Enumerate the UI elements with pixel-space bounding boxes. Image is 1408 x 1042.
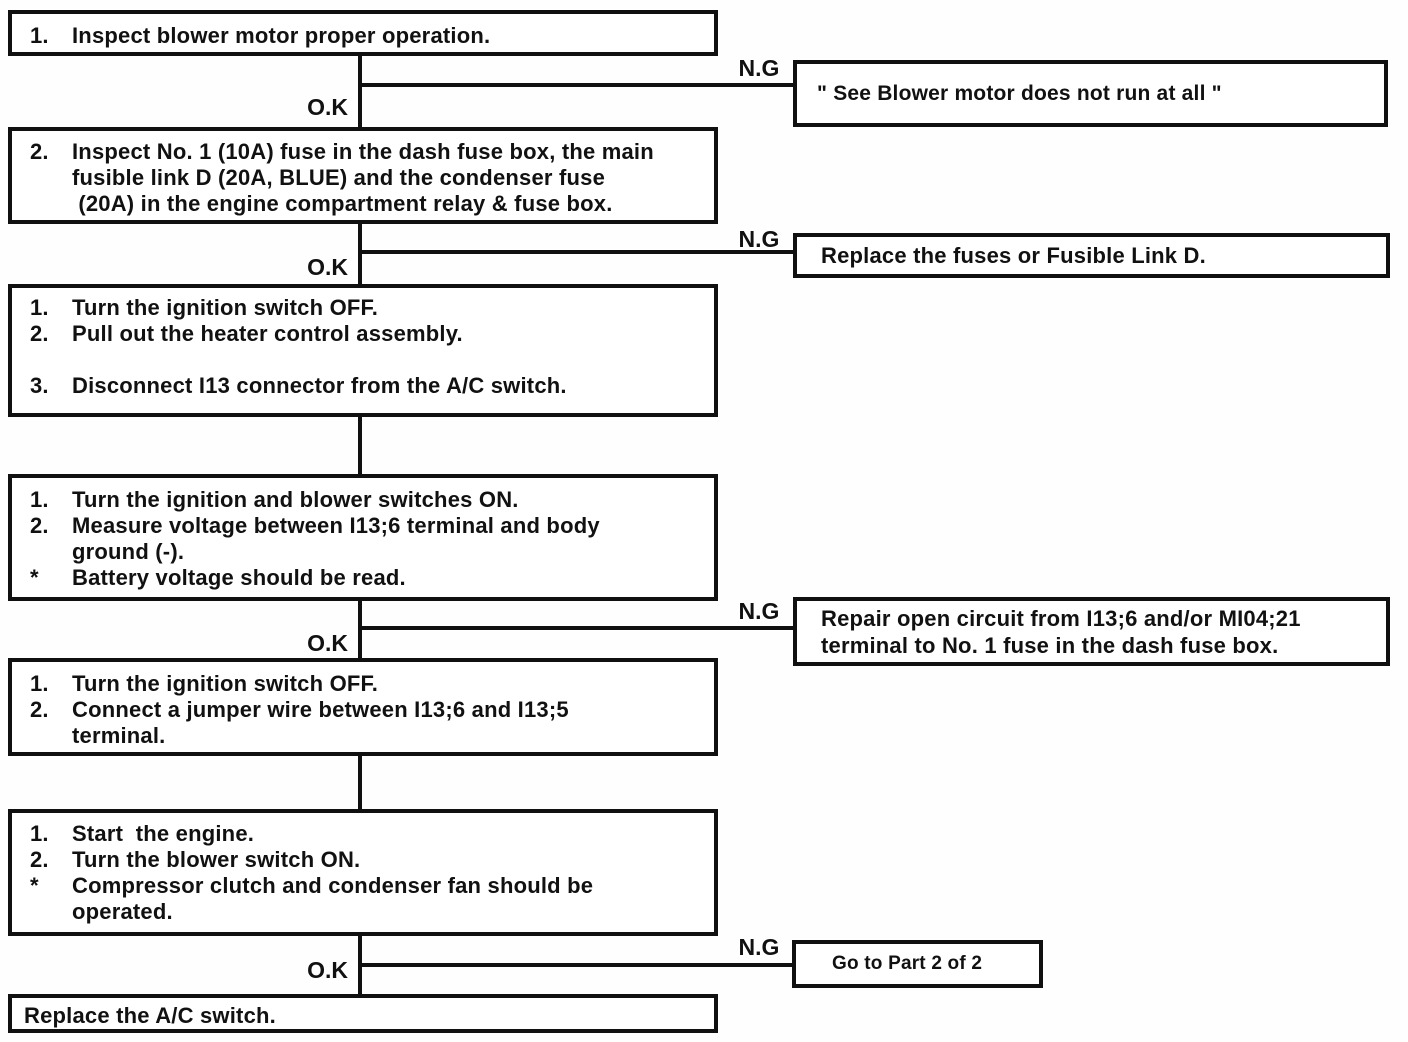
step-asterisk: *	[30, 873, 39, 898]
step-line: 1. Turn the ignition and blower switches…	[30, 487, 706, 513]
step-asterisk: *	[30, 565, 39, 590]
step-line: 2. Inspect No. 1 (10A) fuse in the dash …	[30, 139, 706, 165]
step-number: 1.	[30, 23, 49, 48]
step-number: 2.	[30, 139, 49, 164]
step-text: Compressor clutch and condenser fan shou…	[72, 873, 594, 898]
step-number: 1.	[30, 821, 49, 846]
step-line: Replace the A/C switch.	[24, 1003, 706, 1029]
ng-label-4: N.G	[738, 934, 780, 960]
step-line: terminal.	[30, 723, 706, 749]
ng-result-text: Repair open circuit from I13;6 and/or MI…	[821, 605, 1301, 631]
step-text: Replace the A/C switch.	[24, 1003, 276, 1028]
ok-label-3: O.K	[307, 630, 348, 656]
step-line: 2. Measure voltage between I13;6 termina…	[30, 513, 706, 539]
step-line: (20A) in the engine compartment relay & …	[30, 191, 706, 217]
step-line: 2. Pull out the heater control assembly.	[30, 321, 706, 347]
step-number: 1.	[30, 295, 49, 320]
ok-label-1: O.K	[307, 94, 348, 120]
step-line: operated.	[30, 899, 706, 925]
step-number: 2.	[30, 321, 49, 346]
step-text: Inspect No. 1 (10A) fuse in the dash fus…	[72, 139, 654, 164]
ng-result-box-3: Repair open circuit from I13;6 and/or MI…	[793, 597, 1390, 666]
branch-line-ng4	[360, 963, 792, 967]
ng-label-2: N.G	[738, 226, 780, 252]
ng-result-text: " See Blower motor does not run at all "	[817, 81, 1222, 105]
ng-result-text: terminal to No. 1 fuse in the dash fuse …	[821, 632, 1279, 658]
step-text: (20A) in the engine compartment relay & …	[72, 191, 613, 216]
step-text: Turn the ignition switch OFF.	[72, 295, 379, 320]
branch-line-ng1	[360, 83, 793, 87]
branch-line-ng2	[360, 250, 793, 254]
step-line: 2. Connect a jumper wire between I13;6 a…	[30, 697, 706, 723]
step-box-1: 1. Inspect blower motor proper operation…	[8, 10, 718, 56]
step-line: 1. Turn the ignition switch OFF.	[30, 671, 706, 697]
step-box-3: 1. Turn the ignition switch OFF. 2. Pull…	[8, 284, 718, 417]
step-line: 2. Turn the blower switch ON.	[30, 847, 706, 873]
ng-label-1: N.G	[738, 55, 780, 81]
step-box-6: 1. Start the engine. 2. Turn the blower …	[8, 809, 718, 936]
ok-label-2: O.K	[307, 254, 348, 280]
step-number: 2.	[30, 847, 49, 872]
ng-result-text: Go to Part 2 of 2	[832, 953, 983, 974]
step-text: terminal.	[72, 723, 166, 748]
ng-result-text: Replace the fuses or Fusible Link D.	[821, 242, 1206, 268]
connector-step2-step3	[358, 224, 362, 284]
connector-step5-step6	[358, 756, 362, 809]
step-line: * Compressor clutch and condenser fan sh…	[30, 873, 706, 899]
step-text: Battery voltage should be read.	[72, 565, 406, 590]
step-line: 1. Start the engine.	[30, 821, 706, 847]
step-text: Measure voltage between I13;6 terminal a…	[72, 513, 600, 538]
connector-step1-step2	[358, 56, 362, 127]
ng-label-3: N.G	[738, 598, 780, 624]
step-text: ground (-).	[72, 539, 185, 564]
step-box-5: 1. Turn the ignition switch OFF. 2. Conn…	[8, 658, 718, 756]
step-line: 3. Disconnect I13 connector from the A/C…	[30, 373, 706, 399]
step-box-2: 2. Inspect No. 1 (10A) fuse in the dash …	[8, 127, 718, 224]
step-box-7: Replace the A/C switch.	[8, 994, 718, 1033]
step-line: ground (-).	[30, 539, 706, 565]
step-line: * Battery voltage should be read.	[30, 565, 706, 591]
step-number: 1.	[30, 487, 49, 512]
step-text: Turn the ignition switch OFF.	[72, 671, 379, 696]
step-number: 2.	[30, 697, 49, 722]
step-text: Pull out the heater control assembly.	[72, 321, 463, 346]
step-line: 1. Inspect blower motor proper operation…	[30, 23, 706, 49]
step-text: Turn the ignition and blower switches ON…	[72, 487, 519, 512]
ok-label-4: O.K	[307, 957, 348, 983]
ng-result-box-4: Go to Part 2 of 2	[792, 940, 1043, 988]
step-number: 3.	[30, 373, 49, 398]
step-text: Start the engine.	[72, 821, 255, 846]
step-text: fusible link D (20A, BLUE) and the conde…	[72, 165, 605, 190]
step-text: Disconnect I13 connector from the A/C sw…	[72, 373, 567, 398]
step-text: Connect a jumper wire between I13;6 and …	[72, 697, 569, 722]
branch-line-ng3	[360, 626, 795, 630]
step-number: 2.	[30, 513, 49, 538]
step-number: 1.	[30, 671, 49, 696]
ng-result-box-1: " See Blower motor does not run at all "	[793, 60, 1388, 127]
step-text: Turn the blower switch ON.	[72, 847, 361, 872]
step-line: fusible link D (20A, BLUE) and the conde…	[30, 165, 706, 191]
ng-result-box-2: Replace the fuses or Fusible Link D.	[793, 233, 1390, 278]
step-box-4: 1. Turn the ignition and blower switches…	[8, 474, 718, 601]
connector-step3-step4	[358, 417, 362, 474]
step-text: operated.	[72, 899, 173, 924]
step-line: 1. Turn the ignition switch OFF.	[30, 295, 706, 321]
step-text: Inspect blower motor proper operation.	[72, 23, 491, 48]
